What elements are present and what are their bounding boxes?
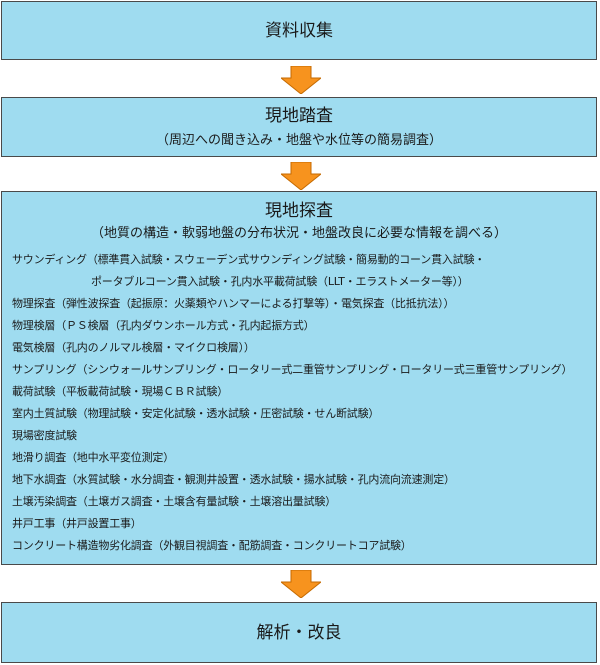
investigation-item: 地下水調査（水質試験・水分調査・観測井設置・透水試験・揚水試験・孔内流向流速測定… [12, 469, 596, 491]
down-arrow-icon [281, 162, 321, 190]
investigation-item: 土壌汚染調査（土壌ガス調査・土壌含有量試験・土壌溶出量試験） [12, 491, 596, 513]
step-subtitle: （周辺への聞き込み・地盤や水位等の簡易調査） [155, 133, 442, 148]
step-title: 現地探査 [265, 201, 333, 221]
item-text: 井戸工事（井戸設置工事） [12, 517, 142, 530]
item-text: 現場密度試験 [12, 429, 77, 442]
investigation-item: コンクリート構造物劣化調査（外観目視調査・配筋調査・コンクリートコア試験） [12, 535, 596, 557]
investigation-item: サンプリング（シンウォールサンプリング・ロータリー式二重管サンプリング・ロータリ… [12, 359, 596, 381]
investigation-item: 物理検層（ＰＳ検層（孔内ダウンホール方式・孔内起振方式） [12, 315, 596, 337]
step-analysis-improvement: 解析・改良 [1, 602, 597, 663]
down-arrow-icon [281, 570, 321, 598]
item-text: 載荷試験（平板載荷試験・現場ＣＢＲ試験） [12, 385, 228, 398]
item-text: サウンディング（標準貫入試験・スウェーデン式サウンディング試験・簡易動的コーン貫… [12, 253, 486, 266]
item-text: 物理探査（弾性波探査（起振原：火薬類やハンマーによる打撃等）・電気探査（比抵抗法… [12, 297, 455, 310]
item-text-continued: ポータブルコーン貫入試験・孔内水平載荷試験（LLT・エラストメーター等）） [91, 275, 469, 288]
step-subtitle: （地質の構造・軟弱地盤の分布状況・地盤改良に必要な情報を調べる） [90, 226, 507, 241]
investigation-item-list: サウンディング（標準貫入試験・スウェーデン式サウンディング試験・簡易動的コーン貫… [12, 249, 596, 557]
item-text: コンクリート構造物劣化調査（外観目視調査・配筋調査・コンクリートコア試験） [12, 539, 412, 552]
investigation-item: 地滑り調査（地中水平変位測定） [12, 447, 596, 469]
step-title: 資料収集 [265, 21, 333, 41]
step-title: 現地踏査 [265, 106, 333, 126]
item-text: サンプリング（シンウォールサンプリング・ロータリー式二重管サンプリング・ロータリ… [12, 363, 573, 376]
step-site-investigation: 現地探査 （地質の構造・軟弱地盤の分布状況・地盤改良に必要な情報を調べる） サウ… [1, 191, 597, 565]
step-collect-materials: 資料収集 [1, 1, 597, 60]
item-text: 土壌汚染調査（土壌ガス調査・土壌含有量試験・土壌溶出量試験） [12, 495, 336, 508]
step-site-reconnaissance: 現地踏査 （周辺への聞き込み・地盤や水位等の簡易調査） [1, 97, 597, 157]
investigation-item: サウンディング（標準貫入試験・スウェーデン式サウンディング試験・簡易動的コーン貫… [12, 249, 596, 293]
item-text: 地滑り調査（地中水平変位測定） [12, 451, 174, 464]
investigation-item: 現場密度試験 [12, 425, 596, 447]
item-text: 電気検層（孔内のノルマル検層・マイクロ検層）） [12, 341, 255, 354]
step-title: 解析・改良 [256, 623, 342, 643]
investigation-item: 井戸工事（井戸設置工事） [12, 513, 596, 535]
item-text: 地下水調査（水質試験・水分調査・観測井設置・透水試験・揚水試験・孔内流向流速測定… [12, 473, 455, 486]
investigation-item: 載荷試験（平板載荷試験・現場ＣＢＲ試験） [12, 381, 596, 403]
investigation-item: 室内土質試験（物理試験・安定化試験・透水試験・圧密試験・せん断試験） [12, 403, 596, 425]
investigation-item: 物理探査（弾性波探査（起振原：火薬類やハンマーによる打撃等）・電気探査（比抵抗法… [12, 293, 596, 315]
down-arrow-icon [281, 66, 321, 94]
item-text: 物理検層（ＰＳ検層（孔内ダウンホール方式・孔内起振方式） [12, 319, 315, 332]
investigation-item: 電気検層（孔内のノルマル検層・マイクロ検層）） [12, 337, 596, 359]
item-text: 室内土質試験（物理試験・安定化試験・透水試験・圧密試験・せん断試験） [12, 407, 380, 420]
